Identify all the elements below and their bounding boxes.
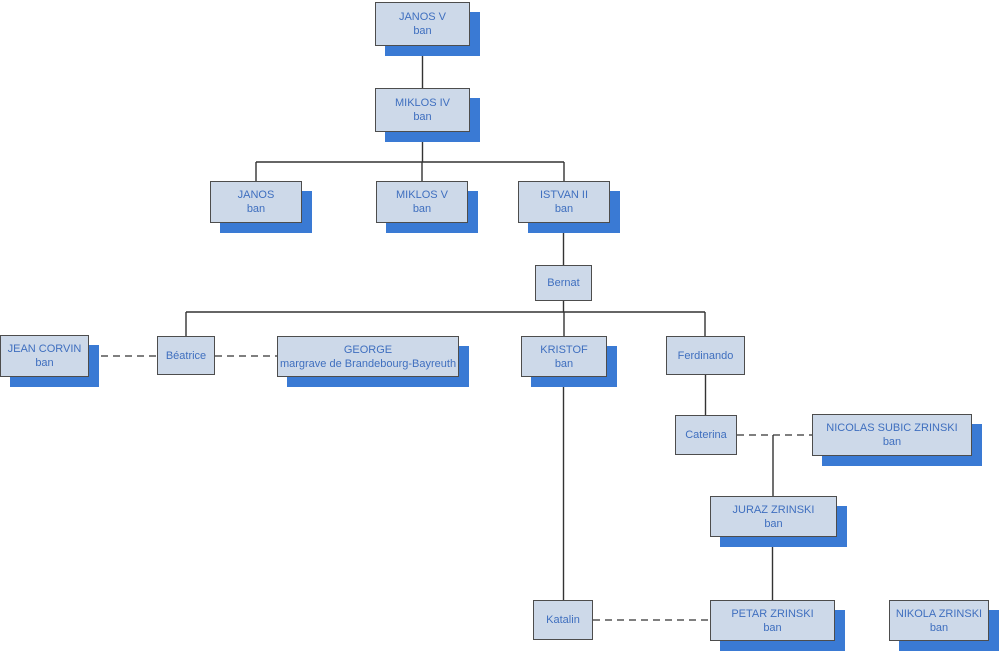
person-node-katalin[interactable]: Katalin: [533, 600, 593, 640]
person-name: PETAR ZRINSKI: [731, 607, 814, 620]
person-name: MIKLOS V: [396, 189, 448, 201]
person-title: ban: [763, 621, 782, 634]
person-title: ban: [35, 357, 54, 369]
person-node-nicolas[interactable]: NICOLAS SUBIC ZRINSKI ban: [812, 414, 972, 456]
person-node-jean_corvin[interactable]: JEAN CORVIN ban: [0, 335, 89, 377]
person-node-istvan_ii[interactable]: ISTVAN II ban: [518, 181, 610, 223]
person-name: Ferdinando: [677, 349, 734, 362]
person-title: ban: [246, 203, 266, 215]
person-title: margrave de Brandebourg-Bayreuth: [279, 357, 457, 370]
person-node-miklos_iv[interactable]: MIKLOS IV ban: [375, 88, 470, 132]
person-name: JEAN CORVIN: [7, 343, 82, 355]
person-title: ban: [413, 111, 432, 123]
person-name: KRISTOF: [540, 343, 588, 356]
person-name: Caterina: [685, 429, 727, 441]
person-node-miklos_v[interactable]: MIKLOS V ban: [376, 181, 468, 223]
person-name: Béatrice: [165, 349, 207, 362]
person-name: JANOS V: [398, 11, 447, 23]
person-name: ISTVAN II: [539, 189, 589, 201]
person-title: ban: [412, 203, 432, 215]
person-name: Katalin: [546, 614, 580, 626]
person-name: JURAZ ZRINSKI: [732, 503, 815, 516]
person-name: JANOS: [237, 189, 275, 201]
person-name: Bernat: [547, 277, 580, 289]
person-title: ban: [413, 25, 432, 37]
person-title: ban: [554, 357, 574, 370]
person-title: ban: [882, 436, 902, 448]
person-name: NIKOLA ZRINSKI: [895, 607, 983, 620]
person-name: GEORGE: [343, 343, 393, 356]
person-node-beatrice[interactable]: Béatrice: [157, 336, 215, 375]
person-node-ferdinando[interactable]: Ferdinando: [666, 336, 745, 375]
person-title: ban: [554, 203, 574, 215]
person-title: ban: [764, 517, 783, 530]
person-node-janos[interactable]: JANOS ban: [210, 181, 302, 223]
person-name: MIKLOS IV: [394, 97, 451, 109]
person-node-bernat[interactable]: Bernat: [535, 265, 592, 301]
person-title: ban: [929, 621, 949, 634]
person-node-janos_v[interactable]: JANOS V ban: [375, 2, 470, 46]
person-name: NICOLAS SUBIC ZRINSKI: [826, 422, 958, 434]
person-node-caterina[interactable]: Caterina: [675, 415, 737, 455]
